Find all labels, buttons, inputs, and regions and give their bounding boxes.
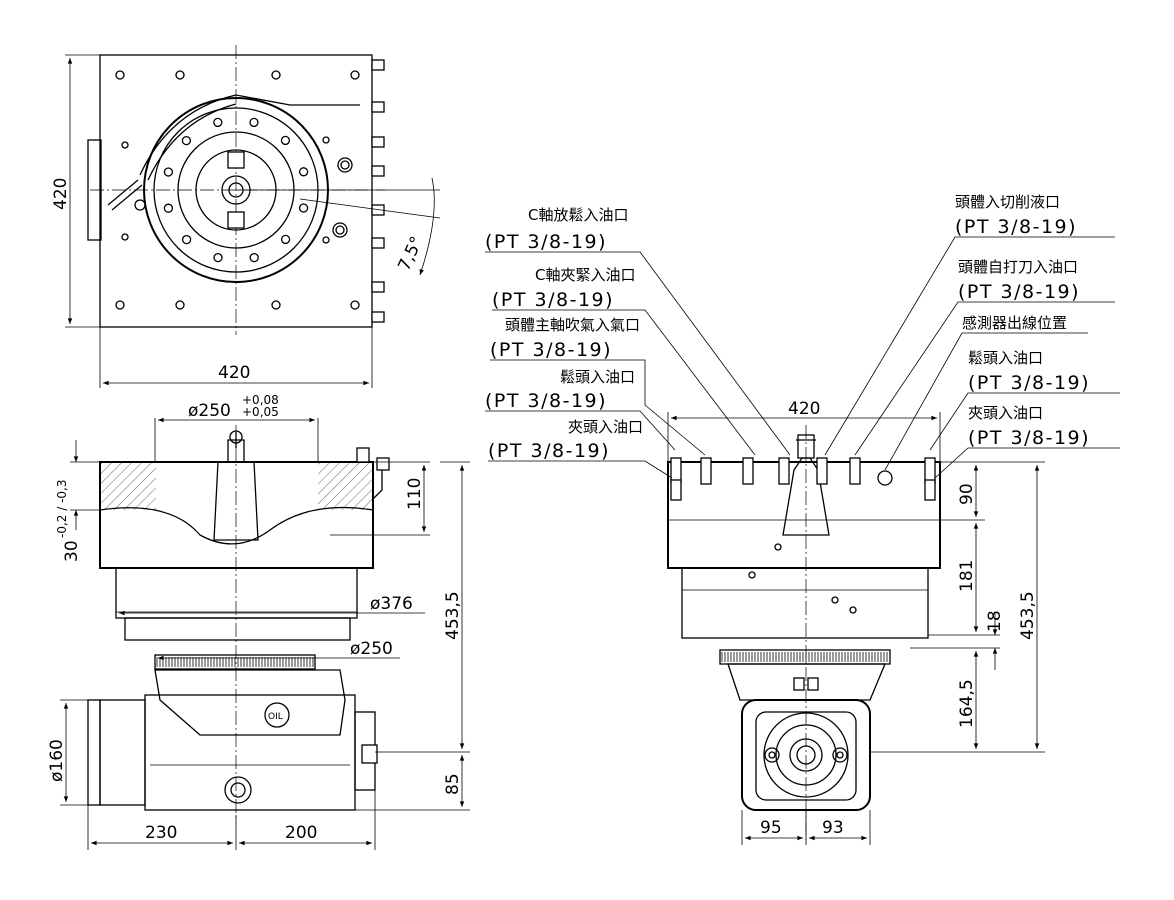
- callout-left-2-name: C軸夾緊入油口: [535, 266, 635, 284]
- callout-right-4-name: 鬆頭入油口: [968, 349, 1043, 367]
- callout-right-5-name: 夾頭入油口: [968, 404, 1043, 422]
- callout-left-4-name: 鬆頭入油口: [560, 368, 635, 386]
- front-fittings: [670, 457, 936, 501]
- gear-teeth: [156, 657, 314, 667]
- front-dim-420: 420: [788, 399, 820, 419]
- dim-250: ø250: [350, 639, 393, 659]
- callouts-right: 頭體入切削液口 (PT 3/8-19) 頭體自打刀入油口 (PT 3/8-19)…: [824, 193, 1120, 479]
- dim-230: 230: [145, 823, 177, 843]
- dim-164: 164,5: [957, 679, 977, 728]
- callout-right-5-spec: (PT 3/8-19): [968, 427, 1090, 449]
- corner-holes: [115, 70, 360, 310]
- bolt-circle: [163, 117, 309, 263]
- dim-110: 110: [405, 478, 425, 510]
- dim-200: 200: [285, 823, 317, 843]
- side-view: OIL ø250 +0,08 +0,05 110 30 -0,2 / -0,3 …: [47, 393, 470, 850]
- top-width-dim: 420: [218, 363, 250, 383]
- dim-181: 181: [957, 560, 977, 592]
- dim-18: 18: [985, 610, 1005, 632]
- dim-30: 30: [62, 540, 82, 562]
- dim-453-side: 453,5: [443, 591, 463, 640]
- top-height-dim: 420: [51, 178, 71, 210]
- dim-30-tol: -0,2 / -0,3: [55, 480, 69, 539]
- callouts-left: C軸放鬆入油口 (PT 3/8-19) C軸夾緊入油口 (PT 3/8-19) …: [485, 206, 791, 479]
- callout-left-5-spec: (PT 3/8-19): [488, 440, 610, 462]
- callout-right-3-name: 感測器出線位置: [962, 314, 1067, 332]
- callout-left-2-spec: (PT 3/8-19): [492, 289, 614, 311]
- bore-dim: ø250: [188, 401, 231, 421]
- dim-376: ø376: [370, 594, 413, 614]
- bore-tol-upper: +0,08: [242, 393, 279, 407]
- front-view: 420 90 181 18 164,5 453,5 95 93: [667, 399, 1045, 845]
- dim-95: 95: [760, 818, 782, 838]
- dim-160: ø160: [47, 739, 67, 782]
- callout-right-2-name: 頭體自打刀入油口: [958, 258, 1078, 276]
- bore-tol-lower: +0,05: [242, 405, 279, 419]
- callout-left-1-name: C軸放鬆入油口: [528, 206, 628, 224]
- front-gear-teeth: [721, 652, 888, 662]
- callout-right-1-spec: (PT 3/8-19): [955, 216, 1077, 238]
- dim-90: 90: [957, 483, 977, 505]
- callout-left-1-spec: (PT 3/8-19): [485, 231, 607, 253]
- callout-left-3-spec: (PT 3/8-19): [490, 339, 612, 361]
- dim-453-front: 453,5: [1018, 591, 1038, 640]
- callout-left-3-name: 頭體主軸吹氣入氣口: [505, 316, 640, 334]
- callout-left-4-spec: (PT 3/8-19): [485, 390, 607, 412]
- callout-right-2-spec: (PT 3/8-19): [958, 281, 1080, 303]
- callout-right-1-name: 頭體入切削液口: [955, 193, 1060, 211]
- oil-badge: OIL: [268, 712, 283, 722]
- callout-right-4-spec: (PT 3/8-19): [968, 372, 1090, 394]
- dim-85: 85: [443, 773, 463, 795]
- top-view: 7,5° 420 420: [51, 45, 441, 388]
- callout-left-5-name: 夾頭入油口: [568, 418, 643, 436]
- top-fittings: [371, 59, 385, 323]
- dim-93: 93: [822, 818, 844, 838]
